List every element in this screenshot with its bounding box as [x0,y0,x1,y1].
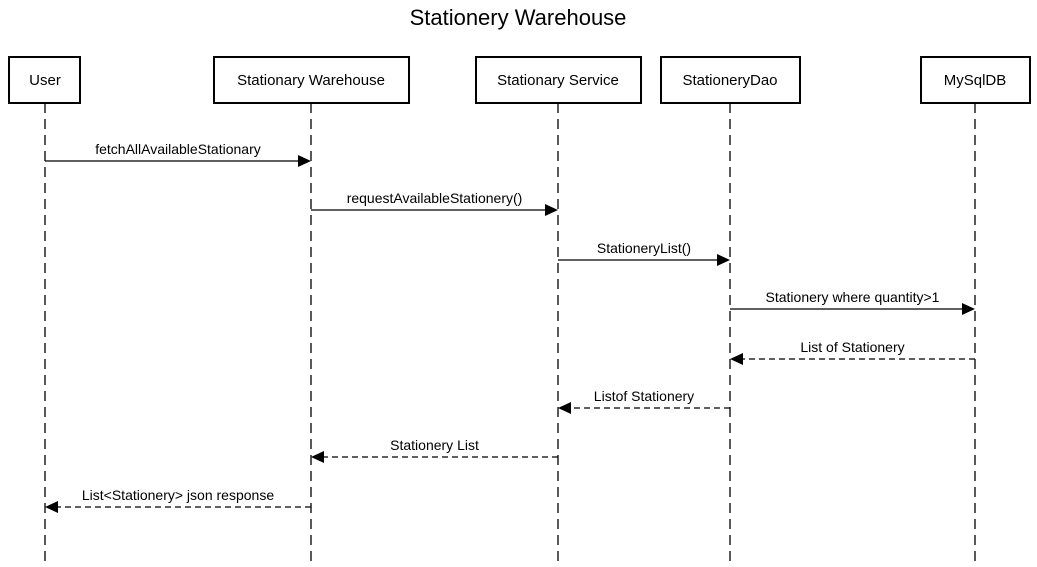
participant-box-user [8,56,81,104]
message-arrowhead-8 [45,501,58,513]
message-3: StationeryList() [558,240,730,266]
participant-user: User [8,56,81,104]
participant-dao: StationeryDao [660,56,801,104]
message-arrowhead-7 [311,451,324,463]
message-arrowhead-1 [298,155,311,167]
lifelines-group [44,103,976,565]
message-arrowhead-5 [730,353,743,365]
message-2: requestAvailableStationery() [311,190,558,216]
message-1: fetchAllAvailableStationary [45,141,311,167]
participant-service: Stationary Service [475,56,642,104]
participant-box-dao [660,56,801,104]
message-label-7: Stationery List [390,437,479,453]
diagram-title: Stationery Warehouse [410,5,627,30]
messages-group: fetchAllAvailableStationary requestAvaila… [45,141,975,513]
message-label-5: List of Stationery [800,339,904,355]
participant-label-warehouse: Stationary Warehouse [237,72,385,89]
message-7: Stationery List [311,437,558,463]
participant-box-warehouse [213,56,410,104]
message-label-4: Stationery where quantity>1 [766,289,940,305]
message-arrowhead-2 [545,204,558,216]
participant-label-db: MySqlDB [944,72,1007,89]
participant-label-service: Stationary Service [497,72,619,89]
message-arrowhead-6 [558,402,571,414]
message-6: Listof Stationery [558,388,730,414]
participants-group: User Stationary Warehouse Stationary Servi… [8,56,1031,104]
message-label-8: List<Stationery> json response [82,487,274,503]
message-arrowhead-3 [717,254,730,266]
message-label-2: requestAvailableStationery() [347,190,523,206]
message-label-1: fetchAllAvailableStationary [95,141,261,157]
message-label-6: Listof Stationery [594,388,694,404]
message-4: Stationery where quantity>1 [730,289,975,315]
message-arrowhead-4 [962,303,975,315]
message-label-3: StationeryList() [597,240,691,256]
message-5: List of Stationery [730,339,975,365]
participant-label-user: User [29,72,61,89]
message-8: List<Stationery> json response [45,487,311,513]
participant-db: MySqlDB [920,56,1031,104]
participant-warehouse: Stationary Warehouse [213,56,410,104]
participant-box-service [475,56,642,104]
participant-label-dao: StationeryDao [682,72,777,89]
participant-box-db [920,56,1031,104]
